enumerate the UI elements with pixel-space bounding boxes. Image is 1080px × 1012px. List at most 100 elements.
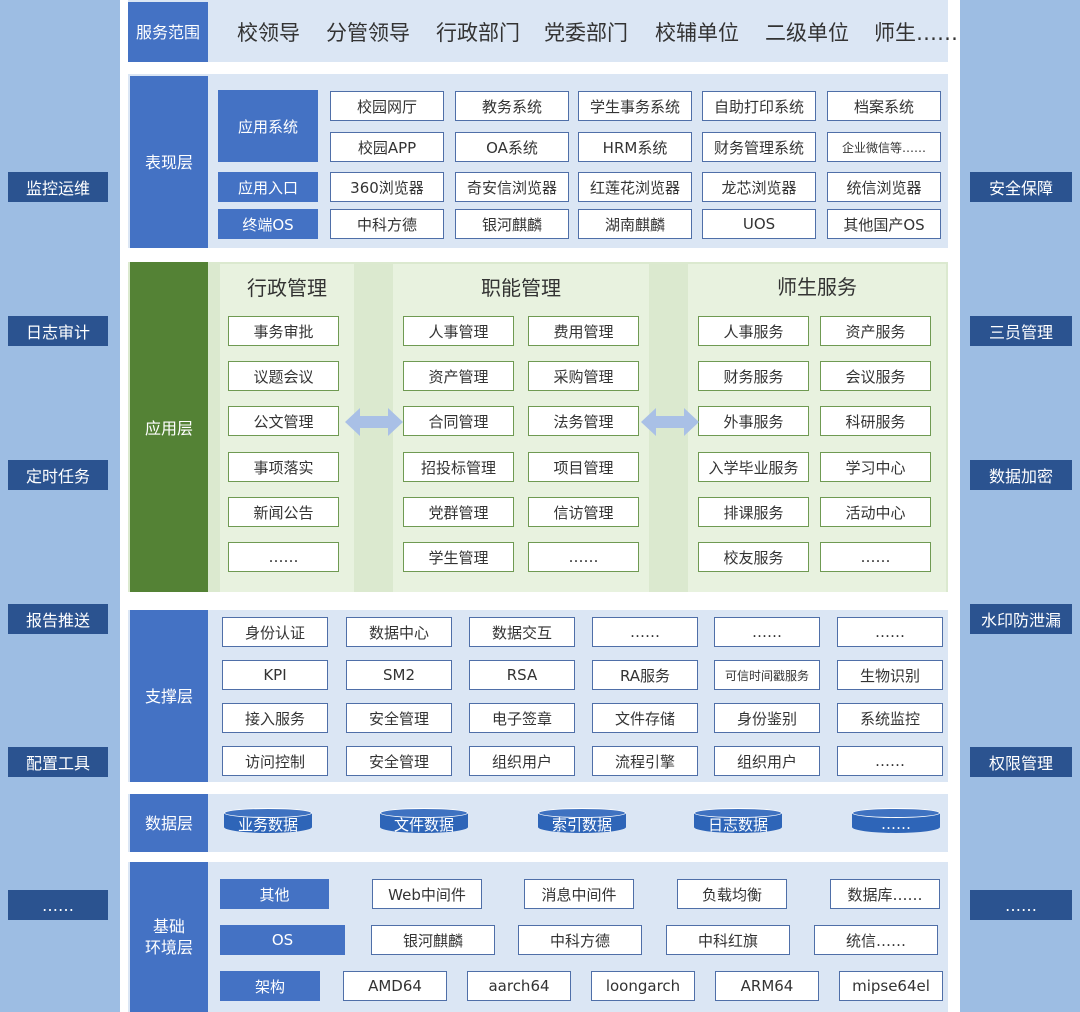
support-item: 流程引擎 [592, 746, 698, 776]
support-item: 数据中心 [346, 617, 452, 647]
cylinder-top [224, 808, 312, 818]
admin-item: …… [228, 542, 339, 572]
admin-item: 新闻公告 [228, 497, 339, 527]
support-item: 组织用户 [714, 746, 820, 776]
service-item: 师生…… [874, 21, 958, 45]
presentation-item: 教务系统 [455, 91, 569, 121]
support-item: 安全管理 [346, 703, 452, 733]
function-item: 项目管理 [528, 452, 639, 482]
service-item: 校辅单位 [655, 21, 739, 45]
function-title: 职能管理 [481, 276, 561, 300]
teacher-student-service-item: 校友服务 [698, 542, 809, 572]
support-item: KPI [222, 660, 328, 690]
right-side-item: 三员管理 [970, 316, 1072, 346]
left-side-item: …… [8, 890, 108, 920]
presentation-item: 学生事务系统 [578, 91, 692, 121]
function-item: 学生管理 [403, 542, 514, 572]
admin-item: 事项落实 [228, 452, 339, 482]
function-item: 法务管理 [528, 406, 639, 436]
function-item: 资产管理 [403, 361, 514, 391]
support-item: 安全管理 [346, 746, 452, 776]
cylinder-top [694, 808, 782, 818]
infra-item: ARM64 [715, 971, 819, 1001]
left-side-item: 日志审计 [8, 316, 108, 346]
presentation-item: 奇安信浏览器 [455, 172, 569, 202]
infra-item: loongarch [591, 971, 695, 1001]
database-cylinder-icon: 索引数据 [538, 808, 626, 840]
support-item: 数据交互 [469, 617, 575, 647]
service-item: 行政部门 [436, 21, 520, 45]
database-cylinder-icon: 日志数据 [694, 808, 782, 840]
service-item: 党委部门 [544, 21, 628, 45]
left-side-item: 配置工具 [8, 747, 108, 777]
support-item: 生物识别 [837, 660, 943, 690]
service-title: 师生服务 [777, 275, 857, 299]
presentation-item: 校园网厅 [330, 91, 444, 121]
function-item: 人事管理 [403, 316, 514, 346]
admin-item: 公文管理 [228, 406, 339, 436]
data-store-label: 文件数据 [380, 813, 468, 834]
admin-item: 议题会议 [228, 361, 339, 391]
infra-item: 负载均衡 [677, 879, 787, 909]
left-side-item: 监控运维 [8, 172, 108, 202]
presentation-item: 龙芯浏览器 [702, 172, 816, 202]
data-store-label: 业务数据 [224, 813, 312, 834]
data-store-label: 索引数据 [538, 813, 626, 834]
presentation-item: OA系统 [455, 132, 569, 162]
application-label: 应用层 [130, 262, 208, 592]
support-label: 支撑层 [130, 610, 208, 782]
right-side-item: …… [970, 890, 1072, 920]
function-item: 党群管理 [403, 497, 514, 527]
presentation-item: 企业微信等…… [827, 132, 941, 162]
function-item: 信访管理 [528, 497, 639, 527]
support-item: 身份鉴别 [714, 703, 820, 733]
left-side-item: 报告推送 [8, 604, 108, 634]
infra-item: Web中间件 [372, 879, 482, 909]
infra-row-label: 架构 [220, 971, 320, 1001]
teacher-student-service-item: 会议服务 [820, 361, 931, 391]
teacher-student-service-item: 入学毕业服务 [698, 452, 809, 482]
support-item: 可信时间戳服务 [714, 660, 820, 690]
left-column [0, 0, 120, 1012]
support-item: …… [714, 617, 820, 647]
app-entry-label: 应用入口 [218, 172, 318, 202]
service-item: 分管领导 [326, 21, 410, 45]
infra-item: mipse64el [839, 971, 943, 1001]
support-item: 接入服务 [222, 703, 328, 733]
support-item: SM2 [346, 660, 452, 690]
teacher-student-service-item: 科研服务 [820, 406, 931, 436]
infra-item: aarch64 [467, 971, 571, 1001]
infra-item: 数据库…… [830, 879, 940, 909]
double-arrow-icon-right [641, 408, 699, 436]
infra-item: AMD64 [343, 971, 447, 1001]
cylinder-top [538, 808, 626, 818]
admin-title: 行政管理 [247, 276, 327, 300]
right-side-item: 安全保障 [970, 172, 1072, 202]
infra-item: 消息中间件 [524, 879, 634, 909]
presentation-item: 校园APP [330, 132, 444, 162]
infra-item: 银河麒麟 [371, 925, 495, 955]
right-side-item: 权限管理 [970, 747, 1072, 777]
infra-item: 中科红旗 [666, 925, 790, 955]
support-item: 系统监控 [837, 703, 943, 733]
database-cylinder-icon: 文件数据 [380, 808, 468, 840]
presentation-item: 统信浏览器 [827, 172, 941, 202]
presentation-item: 中科方德 [330, 209, 444, 239]
service-item: 二级单位 [765, 21, 849, 45]
support-item: 文件存储 [592, 703, 698, 733]
database-cylinder-icon: 业务数据 [224, 808, 312, 840]
presentation-item: 360浏览器 [330, 172, 444, 202]
support-item: …… [837, 617, 943, 647]
teacher-student-service-item: 人事服务 [698, 316, 809, 346]
infra-row-label: 其他 [220, 879, 329, 909]
infra-item: 统信…… [814, 925, 938, 955]
support-item: RSA [469, 660, 575, 690]
support-item: …… [592, 617, 698, 647]
double-arrow-icon-left [345, 408, 403, 436]
teacher-student-service-item: 排课服务 [698, 497, 809, 527]
service-item: 校领导 [237, 21, 300, 45]
data-store-label: …… [852, 813, 940, 833]
right-side-item: 水印防泄漏 [970, 604, 1072, 634]
function-item: 费用管理 [528, 316, 639, 346]
cylinder-top [852, 808, 940, 818]
